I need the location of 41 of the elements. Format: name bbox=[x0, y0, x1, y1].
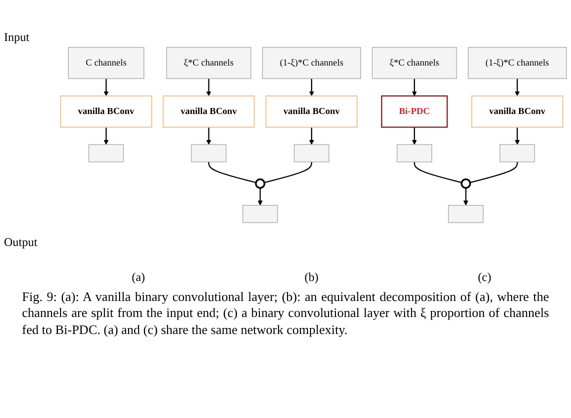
arrow bbox=[309, 78, 314, 96]
node-box bbox=[242, 205, 278, 223]
connector bbox=[470, 162, 518, 184]
arrow bbox=[206, 78, 212, 96]
node-box: C channels bbox=[68, 47, 144, 79]
node-circle bbox=[254, 178, 266, 189]
panel-label: (a) bbox=[132, 270, 146, 285]
arrow bbox=[309, 127, 314, 145]
node-box bbox=[294, 144, 330, 162]
figure-caption: Fig. 9: (a): A vanilla binary convolutional layer; (b): an equivalent decomposition of (a), where the channels are split from the input end; (c) a binary convolutional layer with ξ proportion of channels fed to Bi-PDC. (a) and (c) share the same network complexity. bbox=[21, 288, 550, 338]
arrow bbox=[463, 188, 468, 206]
arrow bbox=[514, 127, 520, 145]
node-box: ξ*C channels bbox=[166, 47, 252, 79]
arrow bbox=[412, 78, 417, 96]
connector bbox=[208, 162, 256, 184]
node-box bbox=[448, 205, 484, 223]
node-box: vanilla BConv bbox=[266, 95, 358, 128]
node-box bbox=[88, 144, 124, 162]
arrow bbox=[514, 78, 520, 96]
node-box: vanilla BConv bbox=[162, 95, 255, 128]
panel-label: (b) bbox=[304, 270, 318, 285]
row-label: Input bbox=[4, 30, 30, 45]
connector bbox=[264, 162, 312, 184]
node-box bbox=[396, 144, 432, 162]
node-box bbox=[191, 144, 226, 162]
arrow bbox=[412, 127, 417, 145]
row-label: Output bbox=[4, 235, 38, 250]
node-box: (1-ξ)*C channels bbox=[468, 47, 567, 79]
node-box: ξ*C channels bbox=[372, 47, 457, 79]
arrow bbox=[104, 78, 109, 96]
node-box: vanilla BConv bbox=[60, 95, 152, 128]
arrow bbox=[258, 188, 263, 206]
node-box: vanilla BConv bbox=[471, 95, 564, 128]
node-box: Bi-PDC bbox=[381, 95, 448, 128]
node-circle bbox=[460, 178, 472, 189]
connector bbox=[414, 162, 462, 184]
panel-label: (c) bbox=[478, 270, 492, 285]
node-box bbox=[500, 144, 535, 162]
arrow bbox=[104, 127, 109, 145]
arrow bbox=[206, 127, 212, 145]
node-box: (1-ξ)*C channels bbox=[262, 47, 361, 79]
